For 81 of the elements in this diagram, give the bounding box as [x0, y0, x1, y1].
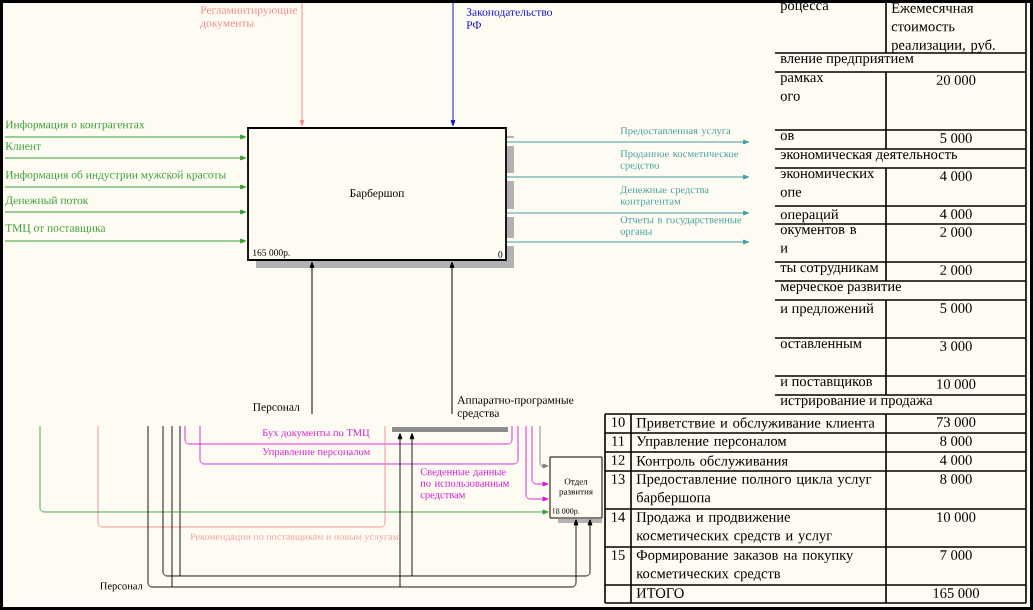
cost-value: 5 000 — [940, 133, 972, 143]
edge-label: Предоставленная услуга — [620, 127, 731, 137]
table-text: Приветствие и обслуживание клиента — [636, 417, 875, 431]
arrow — [450, 2, 456, 127]
row-number: 15 — [612, 550, 625, 560]
edge-label: Денежный поток — [5, 196, 89, 207]
row-number: 10 — [612, 417, 625, 427]
edge-label: Сведенные данные по использованным средствам — [420, 468, 510, 501]
cost-value: 8 000 — [940, 436, 972, 446]
table-text: операций — [780, 209, 839, 223]
node-number: 0 — [498, 251, 503, 258]
edge-label: Отчеты в государственные органы — [620, 216, 742, 237]
edge-label: Денежные средства контрагентам — [620, 186, 709, 207]
cost-value: 10 000 — [937, 512, 976, 522]
cost-value: 4 000 — [939, 209, 972, 219]
arrow — [299, 2, 305, 127]
arrow — [4, 134, 247, 140]
arrow — [4, 155, 247, 161]
shaded-bar — [392, 427, 508, 432]
line-label: Управление персоналом — [262, 448, 370, 458]
arrow — [531, 425, 549, 487]
cost-value: 5 000 — [940, 303, 972, 313]
arrow — [39, 425, 549, 515]
section-heading: вление предприятием — [780, 56, 914, 67]
row-number: 11 — [612, 436, 625, 446]
total-label: ИТОГО — [636, 588, 684, 598]
table-text: и поставщиков — [780, 379, 873, 390]
cost-value: 10 000 — [937, 379, 976, 389]
section-heading: мерческое развитие — [780, 284, 902, 295]
table-text: оставленным — [780, 341, 862, 349]
edge-label: Законодательство РФ — [466, 8, 552, 29]
edge-label: Информация о контрагентах — [5, 120, 145, 131]
cost-value: 165 000 — [933, 588, 979, 598]
table-text: Формирование заказов на покупку косметических средств — [636, 550, 854, 582]
cost-value: 20 000 — [936, 75, 976, 85]
column-header: Ежемесячная стоимость реализации, руб. — [891, 3, 995, 53]
cost-value: 2 000 — [940, 227, 972, 237]
cost-value: 7 000 — [940, 550, 972, 560]
arrow — [4, 209, 247, 215]
arrow — [506, 139, 749, 145]
line-label: Бух документы по ТМЦ — [262, 429, 370, 439]
arrow — [4, 238, 247, 244]
arrow — [397, 433, 403, 588]
arrow — [525, 425, 549, 502]
arrow — [506, 239, 749, 245]
section-heading: истрирование и продажа — [780, 398, 933, 409]
edge-label: Информация об индустрии мужской красоты — [5, 170, 226, 181]
arrow — [309, 261, 315, 415]
table-text: Управление персоналом — [636, 436, 787, 449]
table-text: Предоставление полного цикла услуг барбершопа — [636, 474, 872, 506]
cost-value: 8 000 — [940, 474, 972, 484]
section-heading: экономическая деятельность — [780, 152, 958, 162]
cost-value: 3 000 — [940, 341, 972, 351]
table-text: рамках ого — [780, 75, 824, 101]
cost-value: 73 000 — [937, 417, 976, 427]
column-header: роцесса — [780, 3, 829, 14]
arrow — [506, 174, 749, 180]
cost-label: 165 000р. — [253, 249, 290, 258]
edge-label: Регламинтирующие документы — [200, 6, 297, 30]
table-text: Контроль обслуживания — [636, 455, 788, 469]
arrow — [409, 433, 415, 577]
cost-value: 2 000 — [940, 265, 972, 275]
cost-value: 4 000 — [939, 455, 972, 465]
arrow — [4, 184, 247, 190]
table-text: ов — [780, 133, 794, 141]
edge-label: ТМЦ от поставщика — [5, 224, 106, 235]
line-label: Рекомендации по поставщикам и новым услугам — [190, 533, 399, 542]
edge-label: Клиент — [5, 142, 41, 150]
arrow — [539, 425, 549, 469]
edge-label: Аппаратно-програмные средства — [457, 396, 574, 420]
edge-label: Проданное косметическое средство — [620, 150, 739, 171]
edge-label: Персонал — [253, 403, 300, 414]
edge-label: Персонал — [100, 582, 143, 592]
table-text: и предложений — [780, 303, 874, 317]
cost-label: 18 000р. — [552, 508, 580, 516]
table-text: Продажа и продвижение косметических средств и услуг — [636, 512, 832, 544]
arrow — [449, 261, 455, 415]
cost-value: 4 000 — [939, 171, 972, 181]
row-number: 14 — [612, 512, 626, 522]
arrow — [506, 210, 749, 216]
table-text: ты сотрудникам — [780, 265, 879, 276]
